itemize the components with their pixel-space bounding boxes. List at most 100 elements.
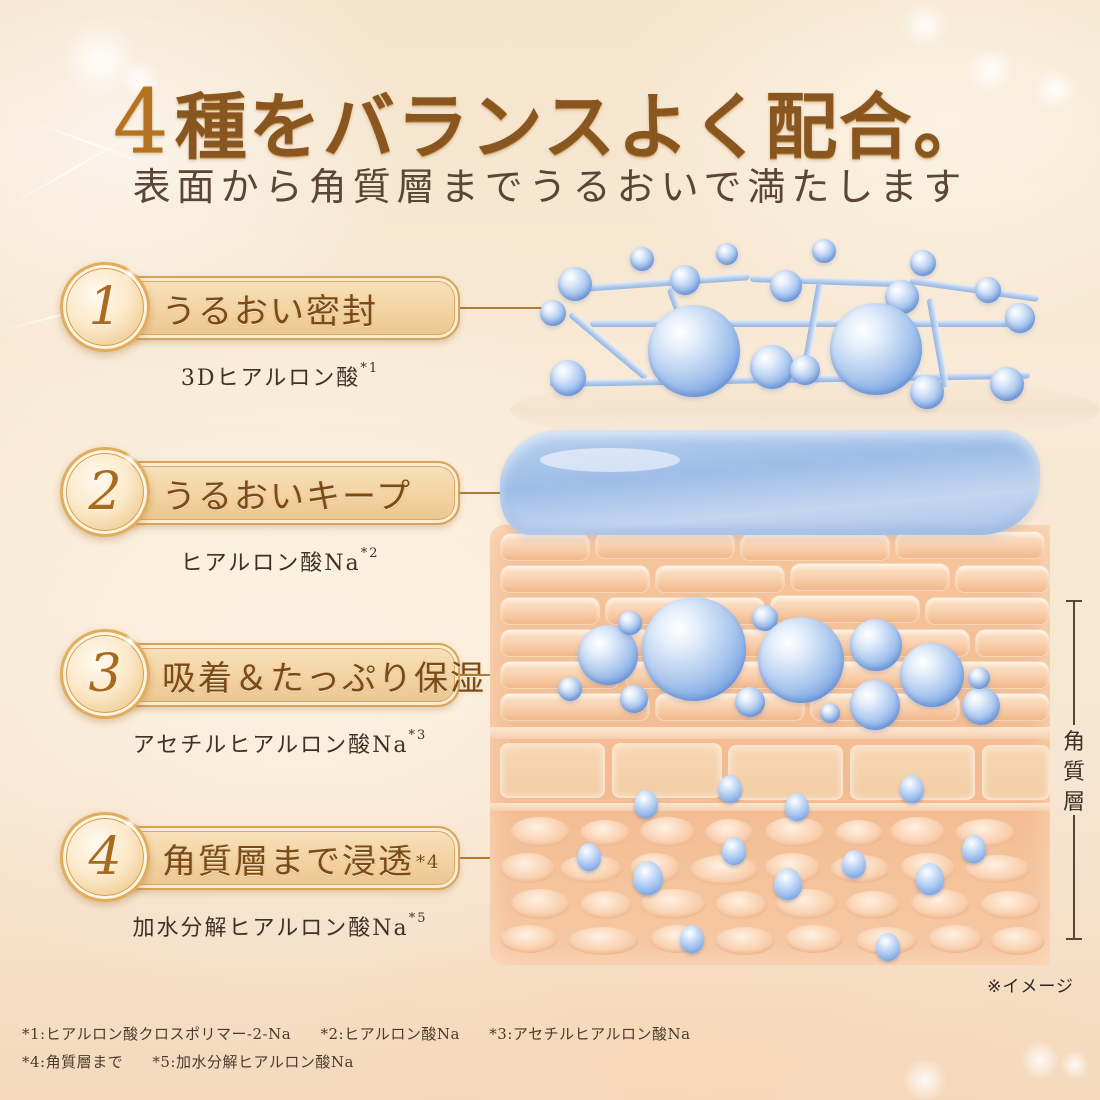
bracket-line	[1073, 600, 1075, 725]
number-badge: 3	[60, 629, 150, 719]
molecule-sphere	[790, 355, 820, 385]
bokeh-light	[900, 1060, 950, 1100]
molecule-sphere	[910, 250, 936, 276]
footnote: *4:角質層まで	[22, 1053, 124, 1071]
skin-cell	[790, 563, 950, 591]
skin-cell	[982, 745, 1050, 800]
skin-cell	[580, 820, 630, 846]
stratum-corneum-bracket	[1066, 600, 1082, 940]
footnote-line-2: *4:角質層まで *5:加水分解ヒアルロン酸Na	[22, 1048, 715, 1076]
feature-banner: 吸着＆たっぷり保湿	[100, 643, 486, 707]
bokeh-light	[1060, 1050, 1090, 1080]
label-char: 角	[1062, 730, 1085, 755]
molecule-bond	[579, 273, 750, 292]
skin-cell	[910, 889, 970, 919]
skin-cell	[595, 531, 735, 559]
skin-cell	[500, 597, 600, 625]
molecule-sphere	[750, 345, 794, 389]
skin-cell	[715, 927, 775, 955]
molecule-sphere	[540, 300, 566, 326]
sparkle-icon	[123, 267, 137, 281]
skin-cell	[975, 629, 1050, 657]
skin-illustration	[490, 225, 1100, 985]
skin-cell	[510, 889, 570, 919]
molecule-sphere	[630, 247, 654, 271]
skin-cell	[728, 745, 843, 800]
skin-cell	[500, 853, 555, 883]
skin-cell	[568, 927, 638, 955]
droplet	[785, 793, 809, 821]
molecule-sphere	[550, 360, 586, 396]
number-badge: 4	[60, 812, 150, 902]
bubble	[850, 680, 900, 730]
bubble	[618, 611, 642, 635]
droplet	[916, 863, 944, 895]
bubble	[578, 625, 638, 685]
bubble	[900, 643, 964, 707]
badge-number: 4	[88, 827, 122, 887]
gel-highlight	[540, 448, 680, 472]
skin-cell	[955, 565, 1050, 593]
page-title: 4種をバランスよく配合。	[0, 78, 1100, 166]
footnote-line-1: *1:ヒアルロン酸クロスポリマー-2-Na *2:ヒアルロン酸Na *3:アセチ…	[22, 1020, 715, 1048]
sparkle-icon	[123, 634, 137, 648]
bubble	[558, 677, 582, 701]
feature-label: うるおいキープ	[162, 476, 412, 517]
feature-label: 角質層まで浸透*4	[162, 841, 441, 882]
sparkle-icon	[123, 452, 137, 466]
image-note: ※イメージ	[987, 977, 1074, 997]
skin-cell	[928, 925, 983, 953]
bubble	[968, 667, 990, 689]
skin-cell	[510, 817, 570, 847]
skin-cell	[895, 531, 1045, 559]
ingredient-name: ヒアルロン酸Na*2	[180, 546, 380, 576]
badge-number: 3	[88, 644, 122, 704]
hyaluronic-gel-layer	[500, 430, 1040, 535]
molecule-sphere	[1005, 303, 1035, 333]
ingredient-name: 3Dヒアルロン酸*1	[180, 361, 380, 391]
bubble	[642, 597, 746, 701]
molecule-sphere	[830, 303, 922, 395]
droplet	[718, 775, 742, 803]
feature-item-3: 吸着＆たっぷり保湿 3 アセチルヒアルロン酸Na*3	[60, 629, 560, 758]
number-badge: 2	[60, 447, 150, 537]
bubble	[962, 687, 1000, 725]
molecule-sphere	[770, 270, 802, 302]
page-subtitle: 表面から角質層までうるおいで満たします	[132, 165, 968, 209]
feature-banner: うるおい密封	[100, 276, 460, 340]
feature-banner: 角質層まで浸透*4	[100, 826, 460, 890]
bubble	[735, 687, 765, 717]
molecule-sphere	[975, 277, 1001, 303]
droplet	[842, 850, 866, 878]
number-badge: 1	[60, 262, 150, 352]
skin-cell	[500, 565, 650, 593]
label-char: 層	[1062, 790, 1085, 815]
bubble	[850, 619, 902, 671]
badge-number: 1	[88, 277, 122, 337]
molecule-sphere	[670, 265, 700, 295]
ingredient-name: 加水分解ヒアルロン酸Na*5	[132, 911, 428, 941]
stratum-corneum-label: 角 質 層	[1060, 728, 1088, 818]
droplet	[876, 933, 900, 961]
footnote: *2:ヒアルロン酸Na	[320, 1025, 461, 1043]
footnotes: *1:ヒアルロン酸クロスポリマー-2-Na *2:ヒアルロン酸Na *3:アセチ…	[22, 1020, 715, 1076]
skin-cell	[740, 533, 890, 561]
ingredient-name: アセチルヒアルロン酸Na*3	[132, 728, 428, 758]
feature-item-1: うるおい密封 1 3Dヒアルロン酸*1	[60, 262, 560, 391]
skin-cell	[500, 743, 605, 798]
droplet	[633, 861, 663, 895]
skin-band	[490, 727, 1050, 739]
molecule-sphere	[716, 243, 738, 265]
skin-cell	[765, 817, 825, 847]
molecule-sphere	[558, 267, 592, 301]
bokeh-light	[900, 0, 950, 50]
sparkle-icon	[123, 817, 137, 831]
bubble	[620, 685, 648, 713]
title-text: 種をバランスよく配合。	[174, 84, 988, 169]
droplet	[722, 837, 746, 865]
badge-number: 2	[88, 462, 122, 522]
title-number: 4	[112, 70, 171, 173]
droplet	[577, 843, 601, 871]
droplet	[680, 925, 704, 953]
feature-label: 吸着＆たっぷり保湿	[162, 658, 486, 699]
